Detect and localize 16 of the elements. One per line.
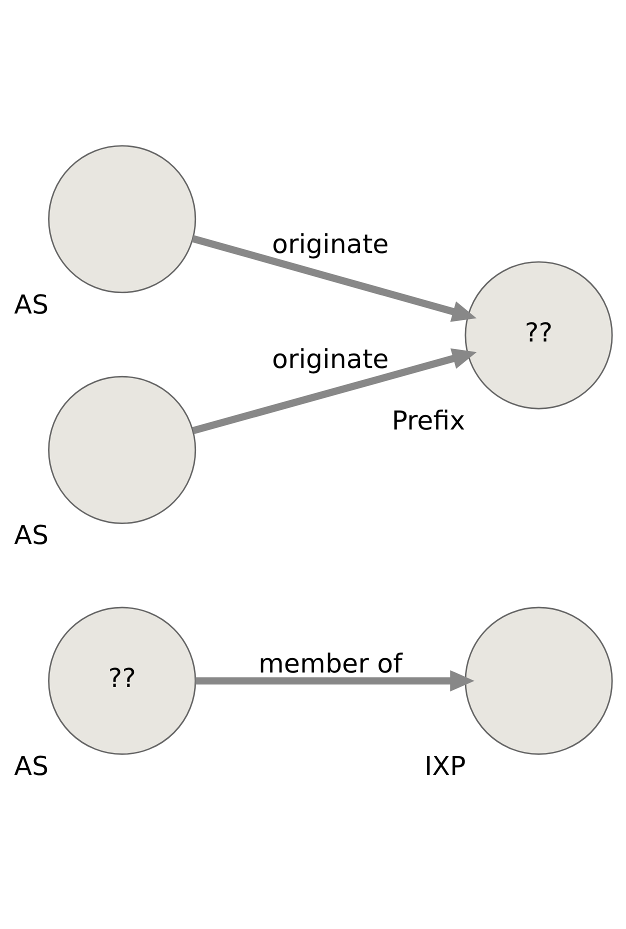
- node-label: AS: [14, 521, 49, 552]
- edge-label: originate: [272, 344, 389, 375]
- edge-label: member of: [258, 650, 402, 680]
- node-circle: ??: [48, 606, 196, 755]
- arrow: [192, 235, 477, 322]
- node-circle: [48, 376, 196, 524]
- node-circle: [464, 606, 613, 755]
- edge-label: originate: [272, 230, 389, 260]
- node-label: Prefix: [392, 406, 466, 437]
- arrow: [196, 670, 474, 692]
- node-label: IXP: [424, 752, 466, 782]
- arrow: [192, 348, 477, 434]
- node-circle: ??: [464, 261, 613, 410]
- node-label: AS: [14, 290, 49, 320]
- node-label: AS: [14, 752, 49, 782]
- node-circle: [48, 145, 196, 294]
